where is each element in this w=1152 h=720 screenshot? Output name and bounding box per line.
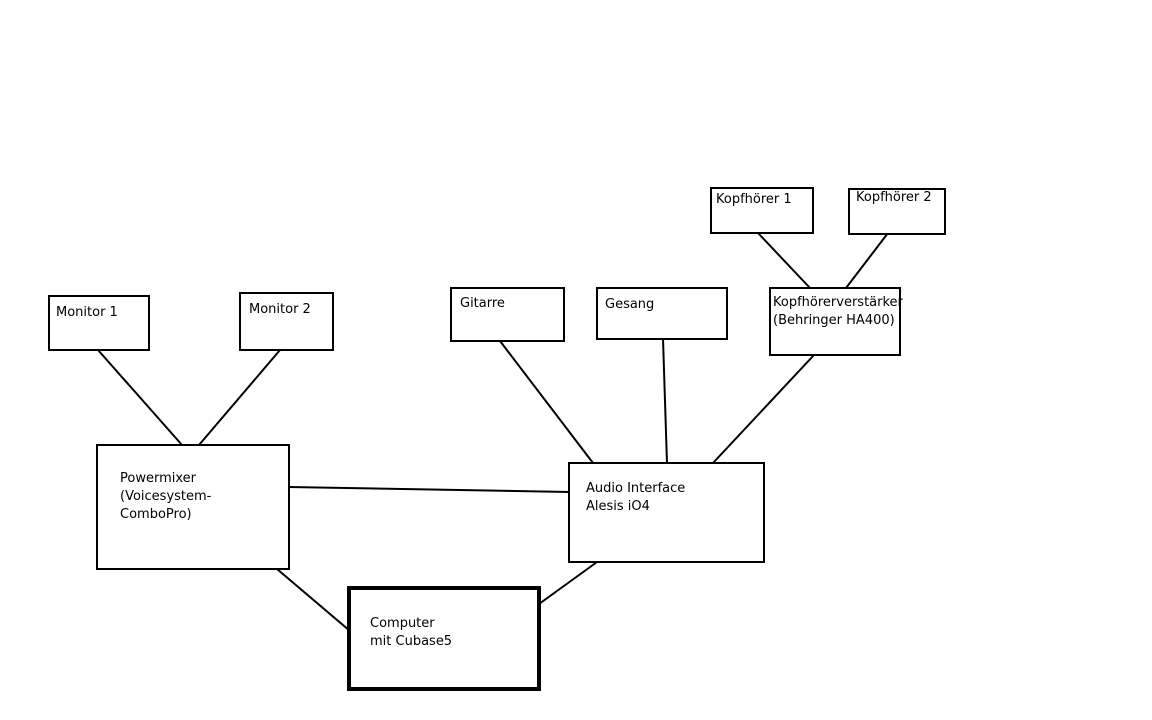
node-computer (347, 586, 541, 691)
node-monitor-1 (48, 295, 150, 351)
edge-kopfhoerer1-kopfhoererverstaerker (757, 232, 811, 289)
node-audio-interface-label-line-2: Alesis iO4 (586, 499, 650, 514)
node-kopfhoererverstaerker-label-line-1: Kopfhörerverstärker (773, 295, 903, 310)
node-kopfhoererverstaerker-label-line-2: (Behringer HA400) (773, 313, 895, 328)
edge-gesang-audio-interface (662, 338, 668, 464)
node-gitarre (450, 287, 565, 342)
node-powermixer-label-line-3: ComboPro) (120, 507, 192, 522)
edge-powermixer-audio-interface (288, 486, 570, 493)
node-computer-label-line-2: mit Cubase5 (370, 634, 453, 649)
node-powermixer-label-line-1: Powermixer (120, 471, 196, 486)
node-monitor-2-label: Monitor 2 (249, 302, 311, 317)
node-kopfhoerer-1 (710, 187, 814, 234)
node-kopfhoerer-2 (848, 188, 946, 235)
node-gesang-label: Gesang (605, 297, 655, 312)
edge-gitarre-audio-interface (499, 340, 594, 464)
node-audio-interface-label-line-1: Audio Interface (586, 481, 686, 496)
node-audio-interface (568, 462, 765, 563)
edge-kopfhoerer2-kopfhoererverstaerker (845, 232, 889, 289)
node-computer-label-line-1: Computer (370, 616, 435, 631)
edge-monitor2-powermixer (198, 349, 281, 446)
edge-monitor1-powermixer (97, 349, 183, 446)
node-monitor-1-label: Monitor 1 (56, 305, 118, 320)
edge-audio-interface-computer (538, 561, 598, 605)
node-powermixer (96, 444, 290, 570)
node-powermixer-label-line-2: (Voicesystem- (120, 489, 212, 504)
node-gesang (596, 287, 728, 340)
node-kopfhoerer-1-label: Kopfhörer 1 (716, 192, 792, 207)
node-monitor-2 (239, 292, 334, 351)
node-kopfhoererverstaerker (769, 287, 901, 356)
edge-powermixer-computer (276, 568, 351, 632)
edge-kopfhoererverstaerker-audio-interface (712, 354, 815, 464)
node-kopfhoerer-2-label: Kopfhörer 2 (856, 190, 932, 205)
node-gitarre-label: Gitarre (460, 296, 505, 311)
